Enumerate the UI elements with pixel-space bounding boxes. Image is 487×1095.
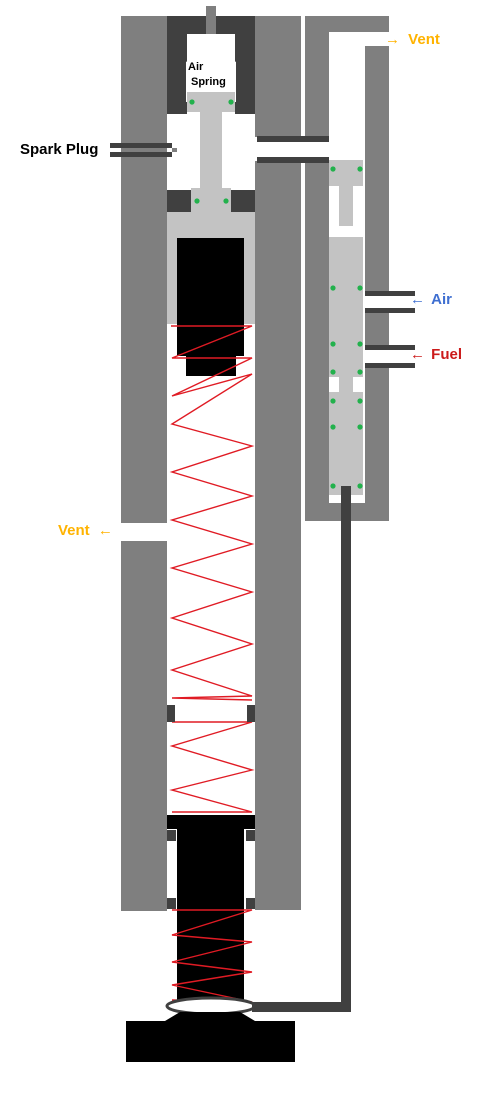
air-port-top [365,291,415,296]
upper-spring [169,325,255,701]
seal-node [330,341,336,347]
cylinder-head-left [167,16,187,114]
seal-node [189,99,195,105]
mid-stopper-left [167,705,175,722]
label-air-spring: Air Spring [188,60,226,90]
transfer-port-upper-line [257,136,329,142]
seal-node [223,198,229,204]
seal-nodes [189,99,363,489]
fuel-port-gap [365,350,389,363]
lower-guide-left-b [167,898,176,909]
base-ring [165,996,257,1016]
seal-node [357,285,363,291]
label-vent-top-text: Vent [408,31,440,48]
fuel-port-bottom [365,363,415,368]
valve-seat-left [167,190,191,212]
label-vent-left-text: Vent [58,522,90,539]
air-port-bottom [365,308,415,313]
lower-piston-head [167,815,255,829]
bottom-spring [171,909,253,1003]
seal-node [330,424,336,430]
spool-connector [339,377,353,392]
valve-housing-top [305,16,389,32]
seal-node [330,166,336,172]
label-fuel-text: Fuel [431,346,463,363]
seal-node [357,398,363,404]
seal-node [330,369,336,375]
seal-node [357,369,363,375]
valve-seat-right [231,190,255,212]
seal-node [357,424,363,430]
left-cylinder-wall-upper [121,16,167,523]
label-fuel: ← Fuel [410,346,462,363]
right-cylinder-wall [255,16,301,910]
linkage-rod-horizontal [252,1002,351,1012]
arrow-right-icon: → [385,31,400,48]
arrow-left-icon: ← [97,522,113,539]
seal-node [228,99,234,105]
lower-guide-right-a [246,830,255,841]
head-stem [206,6,216,36]
label-air: ← Air [410,291,452,308]
seal-node [330,398,336,404]
valve-housing-left-wall [305,32,329,521]
left-vent-gap [121,523,167,541]
seal-node [330,483,336,489]
seal-node [194,198,200,204]
valve-rod [200,112,222,192]
label-air-text: Air [431,291,453,308]
spark-plug-electrode [110,152,172,157]
valve-housing-right-wall [365,46,389,521]
cylinder-head-right [235,16,255,114]
transfer-port-lower-line [257,157,329,163]
air-spring-piston-head [187,92,235,112]
spool-stem-upper [339,186,353,226]
left-cylinder-wall-lower [121,541,167,911]
seal-node [357,483,363,489]
lower-guide-right-b [246,898,255,909]
air-port-gap [365,296,389,308]
mid-stopper-right [247,705,255,722]
upper-piston-body [177,238,244,356]
seal-node [330,285,336,291]
spool-bottom-land [329,392,363,495]
spool-top-land [329,160,363,186]
base-block [126,1012,295,1062]
lower-guide-left-a [167,830,176,841]
spool-mid-land [329,237,363,377]
upper-piston-neck [186,354,236,376]
lower-spring [169,721,255,813]
linkage-rod-vertical [341,486,351,1012]
arrow-left-icon: ← [410,291,425,308]
fuel-port-top [365,345,415,350]
seal-node [357,166,363,172]
valve-housing-vent-gap [329,32,389,46]
label-air-spring-line1: Air [188,61,204,73]
label-vent-top: → Vent [385,31,440,48]
spark-plug-tip [172,148,177,152]
arrow-left-icon: ← [410,346,425,363]
label-vent-left: Vent ← [58,522,113,539]
air-spring-chamber [186,34,236,102]
spark-plug-body [110,143,172,148]
label-spark-plug: Spark Plug [20,141,99,158]
label-air-spring-line2: Spring [191,76,226,88]
seal-node [357,341,363,347]
